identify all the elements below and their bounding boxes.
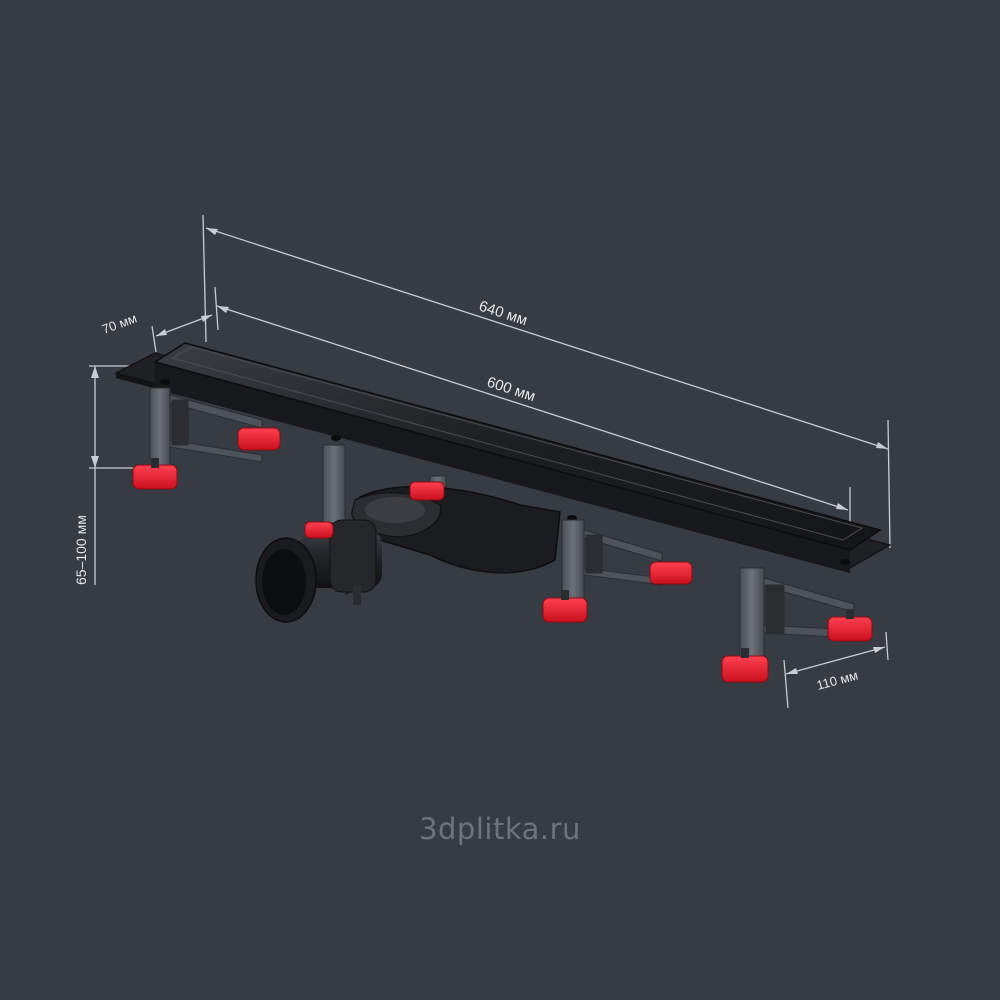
channel-side bbox=[155, 362, 850, 572]
label-height-range: 65–100 мм bbox=[73, 515, 89, 585]
watermark-text: 3dplitka.ru bbox=[419, 812, 581, 846]
support-legs-front bbox=[149, 387, 855, 661]
foot-pads bbox=[132, 427, 873, 683]
dimension-lines bbox=[89, 214, 891, 709]
foot-pad-bolts bbox=[151, 458, 854, 658]
siphon-outlet bbox=[255, 485, 561, 623]
label-grate-width: 70 мм bbox=[100, 310, 139, 336]
drain-grate bbox=[153, 342, 882, 551]
label-base-width: 110 мм bbox=[815, 667, 860, 692]
dimension-arrowheads bbox=[91, 228, 888, 674]
